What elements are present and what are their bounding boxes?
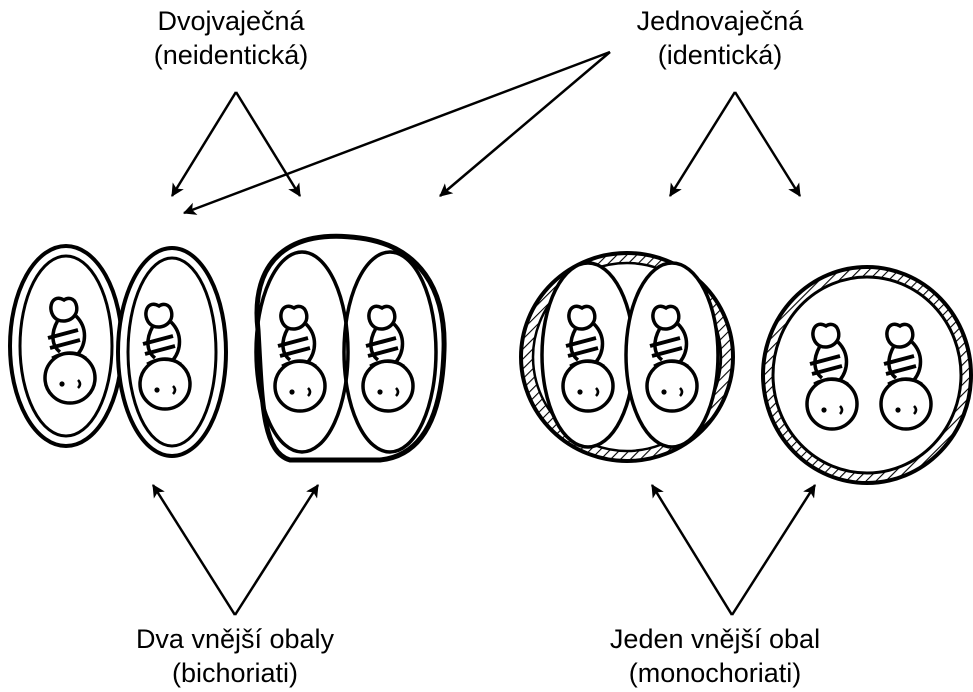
arrow-mz-to-dc-fused	[440, 52, 610, 196]
twins-fused-chorions	[256, 236, 444, 460]
arrow-dc-left	[153, 485, 235, 615]
arrow-dc-right	[235, 485, 318, 615]
arrow-mc-right	[732, 485, 815, 615]
twins-separate-chorions	[10, 246, 226, 456]
arrow-mc-left	[652, 485, 732, 615]
twins-mono-chorion-diamniotic	[521, 253, 733, 461]
arrow-mz-right	[735, 92, 800, 196]
twins-mono-chorion-monoamniotic	[763, 267, 971, 483]
arrow-mz-to-dc	[184, 52, 610, 213]
arrow-mz-left	[670, 92, 735, 196]
arrow-dz-left	[172, 92, 236, 196]
